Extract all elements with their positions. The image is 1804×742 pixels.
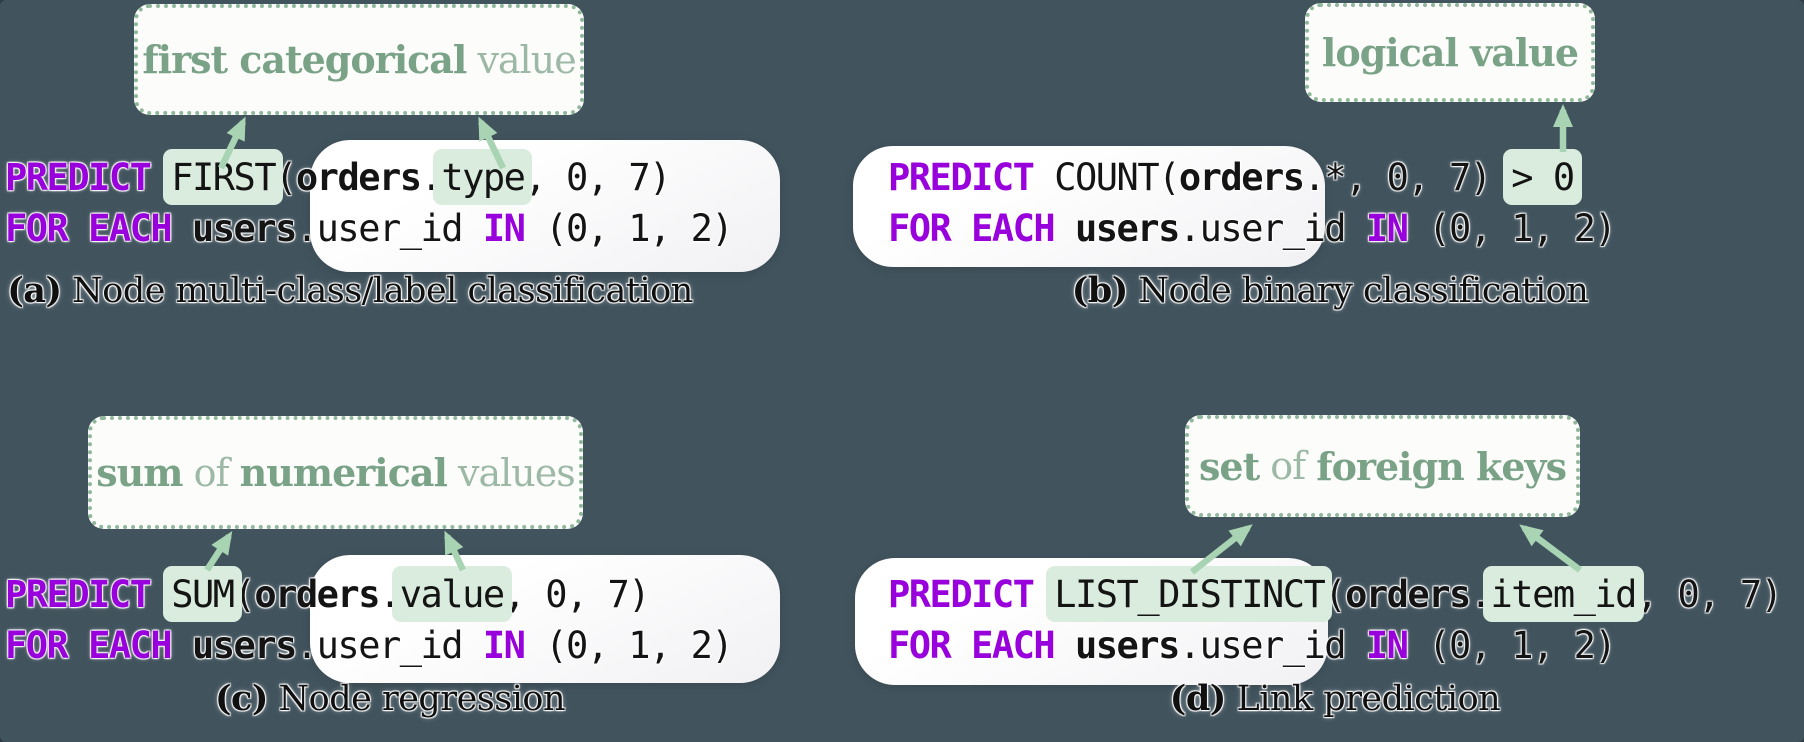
code-text: (0, 1, 2)	[524, 207, 733, 250]
table-name: orders	[295, 156, 422, 199]
keyword-predict: PREDICT	[5, 156, 172, 199]
caption-tag: (a)	[7, 270, 62, 311]
keyword-in: IN	[1365, 207, 1409, 250]
highlight-type: type	[433, 149, 533, 205]
caption-b: (b) Node binary classification	[1030, 270, 1630, 311]
arrow-c-sum	[204, 530, 233, 572]
caption-c: (c) Node regression	[90, 678, 690, 719]
label-text-bold: foreign keys	[1316, 443, 1567, 489]
caption-tag: (b)	[1071, 270, 1129, 311]
code-line-a1: PREDICT FIRST(orders.type, 0, 7)	[5, 149, 671, 205]
code-text: COUNT(	[1054, 156, 1180, 199]
code-text: (0, 1, 2)	[1407, 624, 1616, 667]
caption-text: Node multi-class/label classification	[61, 271, 693, 311]
code-text: , 0, 7)	[1635, 573, 1783, 616]
annotation-label-d: set of foreign keys	[1185, 415, 1580, 517]
code-line-c2: FOR EACH users.user_id IN (0, 1, 2)	[5, 624, 734, 668]
table-name: users	[191, 624, 297, 667]
keyword-in: IN	[482, 624, 526, 667]
label-text-bold: sum	[96, 450, 183, 495]
table-name: users	[191, 207, 297, 250]
annotation-label-a: first categorical value	[134, 4, 584, 115]
caption-text: Node binary classification	[1127, 271, 1589, 311]
code-text: (0, 1, 2)	[1407, 207, 1616, 250]
caption-tag: (d)	[1169, 678, 1227, 719]
arrow-d-item-id	[1519, 524, 1582, 573]
code-text: .user_id	[295, 207, 483, 250]
table-name: orders	[1345, 573, 1471, 616]
code-line-d2: FOR EACH users.user_id IN (0, 1, 2)	[888, 624, 1617, 668]
keyword-for-each: FOR EACH	[5, 207, 192, 250]
highlight-value: value	[391, 566, 512, 622]
code-line-a2: FOR EACH users.user_id IN (0, 1, 2)	[5, 207, 734, 251]
code-text: (0, 1, 2)	[524, 624, 733, 667]
code-box-b	[853, 146, 1325, 267]
table-name: orders	[1178, 156, 1305, 199]
code-text: .user_id	[1178, 624, 1366, 667]
code-line-b1: PREDICT COUNT(orders.*, 0, 7) > 0	[888, 149, 1582, 205]
label-text-regular: of	[182, 450, 240, 495]
caption-d: (d) Link prediction	[1035, 678, 1635, 719]
label-text-regular: of	[1259, 444, 1317, 488]
highlight-first: FIRST	[163, 149, 284, 205]
code-line-b2: FOR EACH users.user_id IN (0, 1, 2)	[888, 207, 1617, 251]
highlight-list-distinct: LIST_DISTINCT	[1046, 566, 1333, 622]
label-text-bold: set	[1199, 443, 1260, 489]
keyword-for-each: FOR EACH	[888, 207, 1075, 250]
code-text: .user_id	[295, 624, 483, 667]
highlight-greater-zero: > 0	[1503, 149, 1582, 205]
keyword-predict: PREDICT	[888, 156, 1055, 199]
table-name: users	[1074, 624, 1180, 667]
annotation-label-c: sum of numerical values	[88, 416, 583, 529]
highlight-item-id: item_id	[1482, 566, 1644, 622]
highlight-sum: SUM	[163, 566, 242, 622]
code-text: , 0, 7)	[524, 156, 671, 199]
caption-text: Link prediction	[1225, 679, 1501, 719]
label-text-regular: value	[466, 37, 576, 82]
code-box-a	[310, 140, 780, 272]
table-name: users	[1074, 207, 1180, 250]
code-line-d1: PREDICT LIST_DISTINCT(orders.item_id, 0,…	[888, 566, 1783, 622]
keyword-in: IN	[482, 207, 526, 250]
label-text-bold: first categorical	[142, 37, 467, 82]
code-text: , 0, 7)	[503, 573, 651, 616]
keyword-for-each: FOR EACH	[888, 624, 1075, 667]
code-text: .user_id	[1178, 207, 1366, 250]
code-box-c	[310, 555, 780, 683]
label-text-regular: values	[446, 450, 576, 495]
table-name: orders	[254, 573, 380, 616]
keyword-predict: PREDICT	[888, 573, 1055, 616]
keyword-for-each: FOR EACH	[5, 624, 192, 667]
code-text: .*, 0, 7)	[1303, 156, 1512, 199]
caption-text: Node regression	[267, 679, 566, 719]
annotation-label-b: logical value	[1305, 3, 1595, 102]
label-text-bold: numerical	[239, 450, 448, 495]
label-text-bold: logical value	[1321, 30, 1579, 75]
code-line-c1: PREDICT SUM(orders.value, 0, 7)	[5, 566, 651, 622]
keyword-predict: PREDICT	[5, 573, 172, 616]
keyword-in: IN	[1365, 624, 1409, 667]
caption-a: (a) Node multi-class/label classificatio…	[0, 270, 700, 311]
caption-tag: (c)	[214, 678, 268, 719]
